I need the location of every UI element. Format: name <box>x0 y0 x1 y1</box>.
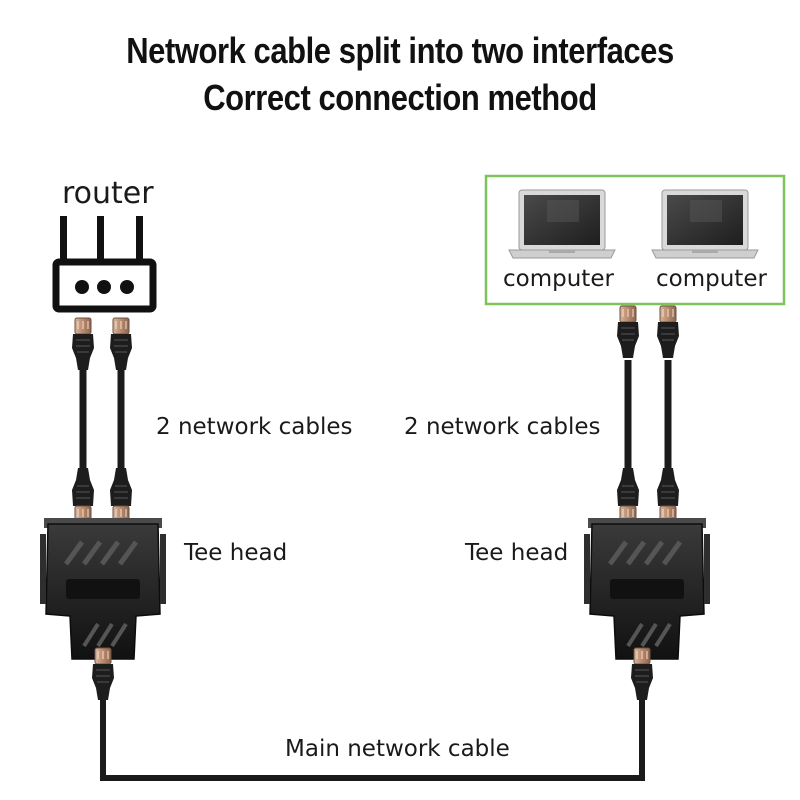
main-cable-label: Main network cable <box>285 736 510 762</box>
cables-label-left: 2 network cables <box>156 414 353 440</box>
computer-label-left: computer <box>503 266 614 292</box>
tee-head-label-left: Tee head <box>184 540 288 566</box>
title-line-1: Network cable split into two interfaces <box>126 30 674 71</box>
computer-label-right: computer <box>656 266 767 292</box>
right-tee-head-icon <box>584 518 710 659</box>
laptop-right-icon <box>651 189 759 259</box>
title-line-2: Correct connection method <box>203 77 597 118</box>
router-icon <box>52 216 157 313</box>
cables-label-right: 2 network cables <box>404 414 601 440</box>
left-tee-head-icon <box>40 518 166 659</box>
router-label: router <box>62 176 154 211</box>
tee-head-label-right: Tee head <box>465 540 569 566</box>
left-split-cables <box>71 317 133 521</box>
right-split-cables <box>616 305 680 521</box>
main-cable <box>91 647 654 781</box>
computers-frame <box>484 174 786 306</box>
laptop-left-icon <box>508 189 616 259</box>
